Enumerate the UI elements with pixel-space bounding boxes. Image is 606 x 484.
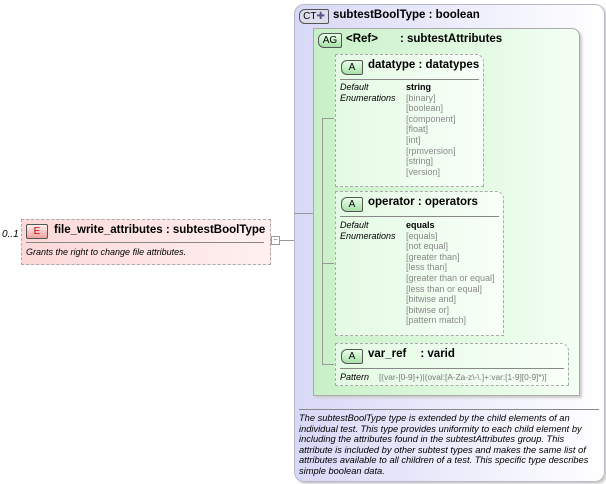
complex-type-name: subtestBoolType : boolean <box>333 9 480 21</box>
plus-icon: ✚ <box>316 11 325 22</box>
pattern-value: [(var-[0-9]+)|(oval:[A-Za-z\-\.]+:var:[1… <box>379 372 547 382</box>
tree-line <box>322 263 334 264</box>
attribute-var-ref[interactable]: A var_ref: varid Pattern [(var-[0-9]+)|(… <box>335 343 569 386</box>
attribute-name: var_ref: varid <box>368 348 455 360</box>
element-box[interactable]: E file_write_attributes : subtestBoolTyp… <box>21 219 271 265</box>
tree-line <box>322 118 323 364</box>
attribute-group-badge: AG <box>318 33 342 48</box>
attribute-badge: A <box>341 197 363 212</box>
complex-type-doc: The subtestBoolType type is extended by … <box>299 413 589 476</box>
cardinality: 0..1 <box>2 229 19 240</box>
divider <box>340 368 564 369</box>
connector <box>294 213 322 214</box>
divider <box>299 409 599 410</box>
attribute-group-name: <Ref>: subtestAttributes <box>346 33 503 45</box>
divider <box>26 242 264 243</box>
element-badge: E <box>26 224 48 239</box>
attribute-name: datatype : datatypes <box>368 59 480 71</box>
tree-line <box>322 364 334 365</box>
divider <box>340 216 499 217</box>
element-name: file_write_attributes : subtestBoolType <box>54 224 266 236</box>
connector <box>279 240 294 241</box>
values: equals [equals][not equal][greater than]… <box>406 220 495 326</box>
pattern-label: Pattern <box>340 372 370 382</box>
complex-type-badge: CT✚ <box>299 9 329 24</box>
element-doc: Grants the right to change file attribut… <box>26 247 187 257</box>
values: string [binary][boolean][component][floa… <box>406 82 456 177</box>
attribute-badge: A <box>341 349 363 364</box>
attribute-badge: A <box>341 60 363 75</box>
divider <box>340 79 479 80</box>
attribute-name: operator : operators <box>368 196 478 208</box>
tree-line <box>322 118 334 119</box>
